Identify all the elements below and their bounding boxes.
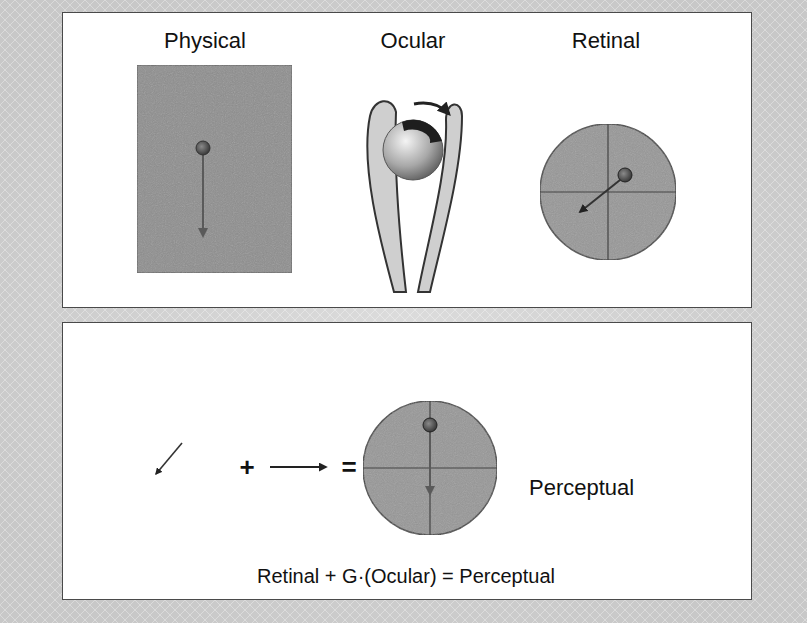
stage-heading: Retinal [572,28,640,53]
percept-arrow [429,432,431,494]
rotation-arrow [414,103,449,114]
plus-sign: + [239,453,254,483]
target-dot [196,141,210,155]
retina-disc [540,124,676,260]
eyeball [383,120,443,180]
equation: Retinal + G·(Ocular) = Perceptual [257,565,555,588]
panel-fill [62,12,752,308]
lower-panel: + = PerceptualRetinal + G·(Ocular) = Perce… [62,322,752,600]
panel-fill [62,322,752,600]
equals-sign: = [341,453,356,483]
result-label: Perceptual [529,475,634,500]
upper-panel: Physical Ocular Retinal [62,12,752,308]
stage-heading: Physical [164,28,246,53]
physical-screen [137,65,292,273]
percept-disc [363,401,497,535]
target-dot [618,168,632,182]
ocular-vector [270,466,326,468]
cornea [402,120,442,143]
retinal-arrow [580,180,620,212]
motion-arrow [202,155,204,236]
retinal-vector [156,443,182,474]
target-dot [423,418,437,432]
axis-line [607,124,608,260]
stage-heading: Ocular [381,28,446,53]
